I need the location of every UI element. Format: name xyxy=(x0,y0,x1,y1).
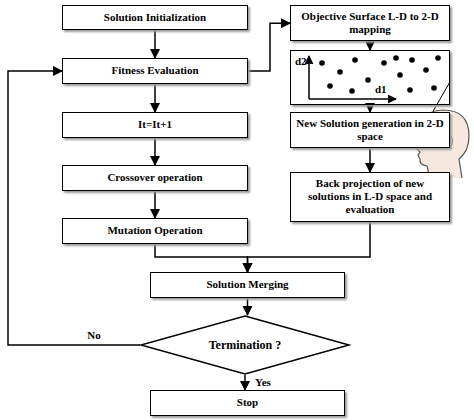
axis-label: d1 xyxy=(375,83,387,96)
process-box: Crossover operation xyxy=(62,165,248,191)
node-text: Back projection of new solutions in L-D … xyxy=(296,177,444,217)
flow-arrow xyxy=(154,138,156,165)
node-text: Mutation Operation xyxy=(107,224,202,237)
axis-label: d2 xyxy=(295,55,307,68)
process-box: Solution Merging xyxy=(150,272,345,298)
process-box: New Solution generation in 2-D space xyxy=(290,112,450,148)
flow-arrow xyxy=(154,191,156,218)
process-box: Objective Surface L-D to 2-D mapping xyxy=(290,5,450,41)
flow-arrow xyxy=(248,23,290,71)
node-text: Crossover operation xyxy=(107,171,202,184)
decision-diamond: Termination ? xyxy=(140,315,350,375)
flow-arrow xyxy=(244,375,246,390)
diamond-shape xyxy=(141,316,349,374)
scatter-plot-box: d2 d1 xyxy=(290,50,450,105)
process-box: Back projection of new solutions in L-D … xyxy=(290,172,450,222)
flow-arrow xyxy=(248,222,371,272)
node-text: Termination ? xyxy=(209,338,282,352)
flow-arrow xyxy=(154,30,156,58)
process-box: It=It+1 xyxy=(62,112,248,138)
process-box: Mutation Operation xyxy=(62,218,248,244)
process-box: Fitness Evaluation xyxy=(62,58,248,84)
flow-arrow xyxy=(154,84,156,112)
node-text: New Solution generation in 2-D space xyxy=(296,117,444,143)
node-text: It=It+1 xyxy=(138,118,172,131)
flow-arrow xyxy=(369,41,371,50)
axis-line xyxy=(308,56,310,99)
node-text: Solution Initialization xyxy=(104,11,206,24)
flow-arrow xyxy=(155,244,248,272)
axis-line xyxy=(309,98,396,100)
flow-arrow xyxy=(247,298,249,315)
edge-label: No xyxy=(85,329,102,342)
node-text: Solution Merging xyxy=(206,278,288,291)
node-text: Objective Surface L-D to 2-D mapping xyxy=(296,10,444,36)
process-box: Solution Initialization xyxy=(62,5,248,30)
edge-label: Yes xyxy=(253,376,273,389)
flow-arrow xyxy=(369,148,371,172)
process-box: Stop xyxy=(150,390,345,416)
node-text: Stop xyxy=(237,396,258,409)
flow-arrow xyxy=(369,105,371,112)
node-text: Fitness Evaluation xyxy=(111,64,198,77)
